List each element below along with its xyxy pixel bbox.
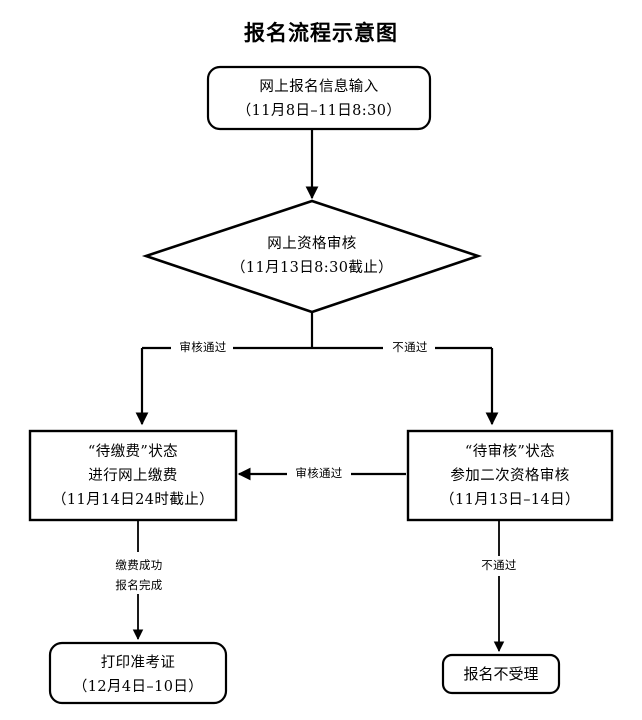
label-bg-payment-success xyxy=(98,552,180,594)
label-bg-fail xyxy=(383,338,435,358)
edge-label-payment-success-line1: 缴费成功 xyxy=(115,558,162,572)
node-pending-payment-line3: （11月14日24时截止） xyxy=(52,491,214,508)
node-rejected-line1: 报名不受理 xyxy=(463,665,538,683)
node-pending-review-shape xyxy=(406,429,614,522)
node-review-line2: （11月13日8:30截止） xyxy=(231,259,393,276)
node-pending-payment-shape xyxy=(28,429,238,522)
node-pending-review-line1: “待审核”状态 xyxy=(465,443,555,460)
edge-label-payment-success-line2: 报名完成 xyxy=(115,578,162,592)
edge-label-second-fail: 不通过 xyxy=(481,558,517,572)
node-print-ticket-line1: 打印准考证 xyxy=(101,654,176,671)
edge-label-pass-left: 审核通过 xyxy=(179,340,226,354)
node-print-ticket-line2: （12月4日–10日） xyxy=(73,678,203,695)
node-print-ticket-shape xyxy=(48,641,228,705)
edge-label-second-pass: 审核通过 xyxy=(295,466,342,480)
diagram-title: 报名流程示意图 xyxy=(244,20,398,45)
node-review-shape xyxy=(141,199,483,314)
node-pending-review-line3: （11月13日–14日） xyxy=(440,491,580,508)
label-bg-pass xyxy=(171,338,233,358)
edge-label-fail-right: 不通过 xyxy=(392,340,428,354)
node-start-line2: （11月8日–11日8:30） xyxy=(237,102,401,119)
label-bg-second-fail xyxy=(470,556,528,576)
node-review-line1: 网上资格审核 xyxy=(267,235,356,252)
node-start-line1: 网上报名信息输入 xyxy=(259,78,378,95)
node-pending-payment-line2: 进行网上缴费 xyxy=(88,467,177,484)
node-pending-payment-line1: “待缴费”状态 xyxy=(88,443,178,460)
label-bg-second-pass xyxy=(287,464,351,484)
node-pending-review-line2: 参加二次资格审核 xyxy=(450,467,569,484)
node-start-shape xyxy=(206,65,432,131)
node-rejected-shape xyxy=(441,653,561,695)
